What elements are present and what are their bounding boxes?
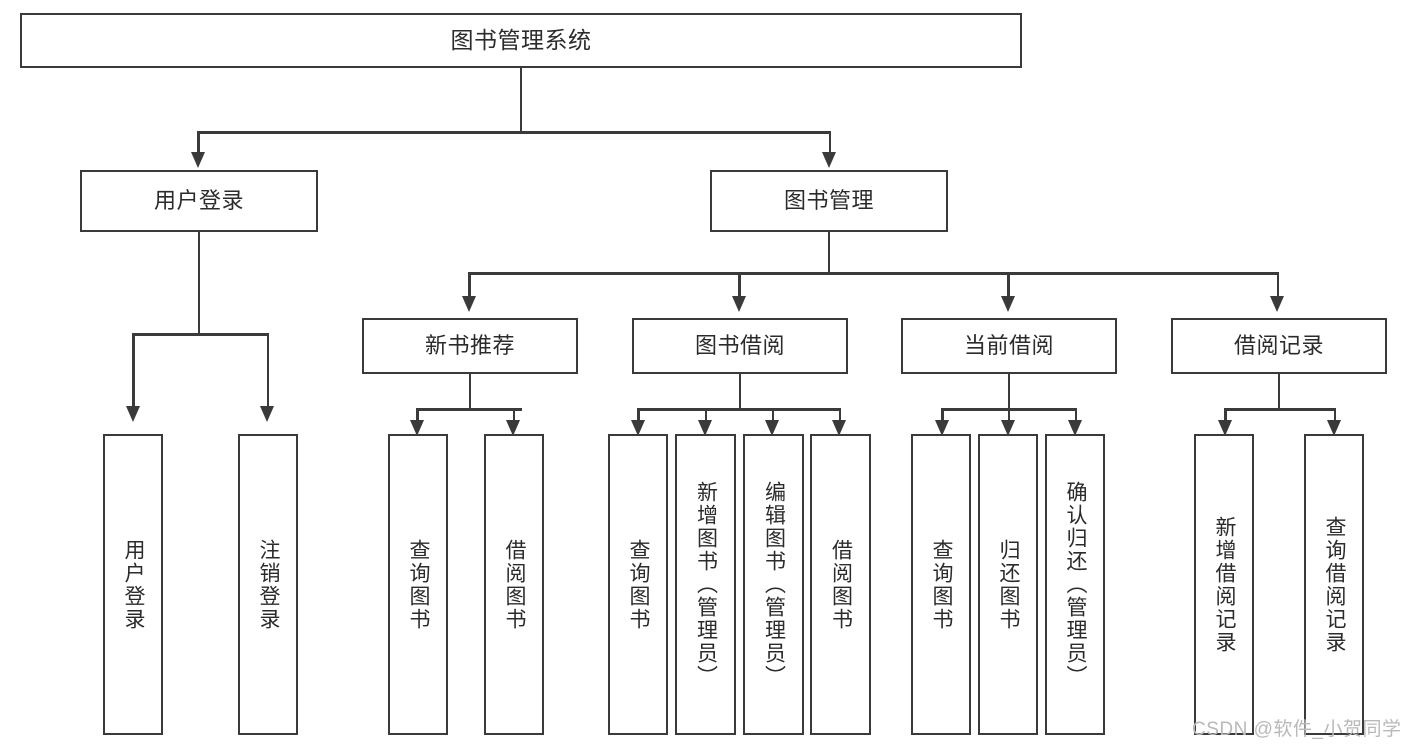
leaf-logout[interactable]: 注销登录 <box>238 434 298 735</box>
arrow-to-book-borrow <box>731 296 746 312</box>
edge-book-borrow-drop-1 <box>637 408 640 426</box>
leaf-edit-book-admin[interactable]: 编辑图书（管理员） <box>743 434 804 735</box>
edge-book-borrow-drop-2 <box>704 408 707 426</box>
edge-new-book-stem <box>468 374 472 410</box>
edge-current-borrow-drop-2 <box>1007 408 1011 426</box>
edge-level3-drop-4 <box>1276 272 1279 298</box>
leaf-label: 新增借阅记录 <box>1212 515 1236 654</box>
edge-level3-bus <box>468 272 1279 275</box>
edge-borrow-record-drop-1 <box>1224 408 1227 426</box>
node-book-borrow[interactable]: 图书借阅 <box>632 318 848 374</box>
node-new-book-recommend[interactable]: 新书推荐 <box>362 318 578 374</box>
edge-user-login-drop-1 <box>132 333 135 408</box>
node-root-system[interactable]: 图书管理系统 <box>20 13 1022 68</box>
edge-user-login-stem <box>197 232 201 335</box>
leaf-query-book-new[interactable]: 查询图书 <box>388 434 448 735</box>
edge-new-book-drop-1 <box>416 408 419 426</box>
arrow-borrow-record-leaf-1 <box>1217 420 1232 436</box>
leaf-label: 查询图书 <box>929 538 953 631</box>
arrow-book-borrow-leaf-3 <box>765 420 780 436</box>
leaf-label: 归还图书 <box>996 538 1020 631</box>
node-current-borrow[interactable]: 当前借阅 <box>901 318 1117 374</box>
leaf-user-login[interactable]: 用户登录 <box>103 434 163 735</box>
arrow-new-book-leaf-1 <box>409 420 424 436</box>
edge-level3-drop-1 <box>468 272 471 298</box>
leaf-label: 借阅图书 <box>829 538 853 631</box>
edge-user-login-drop-2 <box>266 333 269 408</box>
arrow-to-current-borrow <box>1000 296 1015 312</box>
edge-borrow-record-bus <box>1224 408 1336 411</box>
edge-borrow-record-stem <box>1277 374 1281 410</box>
arrow-new-book-leaf-2 <box>506 420 521 436</box>
arrow-book-borrow-leaf-4 <box>832 420 847 436</box>
edge-current-borrow-stem <box>1007 374 1011 410</box>
arrow-to-book-manage <box>822 152 837 168</box>
node-borrow-record[interactable]: 借阅记录 <box>1171 318 1387 374</box>
arrow-current-borrow-leaf-2 <box>1001 420 1016 436</box>
leaf-label: 借阅图书 <box>502 538 526 631</box>
edge-book-manage-stem <box>827 232 831 274</box>
arrow-to-new-book <box>461 296 476 312</box>
leaf-label: 查询图书 <box>626 538 650 631</box>
leaf-query-borrow-record[interactable]: 查询借阅记录 <box>1304 434 1364 735</box>
arrow-to-user-login <box>190 152 205 168</box>
edge-book-borrow-stem <box>738 374 742 410</box>
leaf-label: 查询图书 <box>406 538 430 631</box>
arrow-to-leaf-user-login <box>125 406 140 422</box>
arrow-to-leaf-logout <box>260 406 275 422</box>
arrow-current-borrow-leaf-3 <box>1068 420 1083 436</box>
edge-current-borrow-drop-3 <box>1074 408 1077 426</box>
leaf-add-book-admin[interactable]: 新增图书（管理员） <box>675 434 736 735</box>
leaf-query-book-current[interactable]: 查询图书 <box>911 434 971 735</box>
leaf-label: 确认归还（管理员） <box>1063 481 1087 688</box>
arrow-book-borrow-leaf-2 <box>698 420 713 436</box>
edge-level3-drop-2 <box>738 272 741 298</box>
arrow-borrow-record-leaf-2 <box>1327 420 1342 436</box>
edge-book-borrow-drop-3 <box>771 408 774 426</box>
arrow-current-borrow-leaf-1 <box>934 420 949 436</box>
leaf-label: 注销登录 <box>256 538 280 631</box>
leaf-label: 编辑图书（管理员） <box>762 481 786 688</box>
edge-user-login-bus <box>132 333 269 336</box>
edge-level2-drop-left <box>197 131 200 154</box>
edge-new-book-drop-2 <box>512 408 515 426</box>
leaf-borrow-book-new[interactable]: 借阅图书 <box>484 434 544 735</box>
leaf-label: 查询借阅记录 <box>1322 515 1346 654</box>
edge-root-stem <box>519 68 522 133</box>
arrow-to-borrow-record <box>1270 296 1285 312</box>
leaf-return-book[interactable]: 归还图书 <box>978 434 1038 735</box>
node-book-management[interactable]: 图书管理 <box>710 170 948 232</box>
edge-level2-bus <box>197 131 831 134</box>
leaf-query-book-borrow[interactable]: 查询图书 <box>608 434 668 735</box>
edge-book-borrow-bus <box>637 408 841 411</box>
csdn-watermark: CSDN @软件_小贺同学 <box>1192 719 1402 740</box>
edge-borrow-record-drop-2 <box>1333 408 1336 426</box>
edge-level2-drop-right <box>828 131 831 154</box>
edge-book-borrow-drop-4 <box>838 408 841 426</box>
arrow-book-borrow-leaf-1 <box>630 420 645 436</box>
edge-current-borrow-drop-1 <box>941 408 944 426</box>
leaf-add-borrow-record[interactable]: 新增借阅记录 <box>1194 434 1254 735</box>
leaf-label: 新增图书（管理员） <box>694 481 718 688</box>
leaf-confirm-return-admin[interactable]: 确认归还（管理员） <box>1045 434 1105 735</box>
node-user-login[interactable]: 用户登录 <box>80 170 318 232</box>
edge-level3-drop-3 <box>1007 272 1010 298</box>
edge-new-book-bus <box>416 408 522 411</box>
leaf-label: 用户登录 <box>121 538 145 631</box>
leaf-borrow-book[interactable]: 借阅图书 <box>810 434 871 735</box>
